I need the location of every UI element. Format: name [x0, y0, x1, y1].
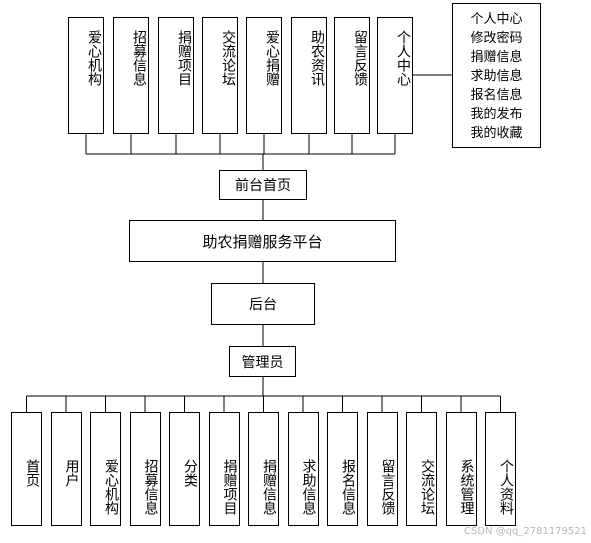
top-module-box: 留言反馈 — [334, 17, 370, 134]
personal-center-item: 我的收藏 — [470, 126, 523, 141]
admin-module-box: 留言反馈 — [366, 412, 398, 526]
admin-module-box: 分类 — [169, 412, 200, 526]
front-home-box: 前台首页 — [219, 170, 307, 200]
front-home-label: 前台首页 — [235, 178, 291, 194]
top-module-box: 助农资讯 — [291, 17, 327, 134]
admin-module-box: 捐赠信息 — [248, 412, 279, 526]
personal-center-list-box: 个人中心修改密码捐赠信息求助信息报名信息我的发布我的收藏 — [452, 3, 541, 148]
admin-module-box: 系统管理 — [445, 412, 477, 526]
admin-module-box: 首页 — [11, 412, 42, 526]
top-module-label: 招募信息 — [131, 30, 147, 86]
admin-module-label: 求助信息 — [300, 459, 317, 515]
personal-center-item: 我的发布 — [470, 107, 523, 122]
top-module-label: 交流论坛 — [220, 30, 236, 86]
top-module-label: 爱心捐赠 — [264, 30, 280, 86]
backend-box: 后台 — [211, 283, 315, 325]
admin-module-box: 用户 — [50, 412, 82, 526]
admin-module-label: 个人资料 — [498, 459, 514, 515]
admin-module-box: 个人资料 — [485, 412, 516, 526]
top-module-label: 个人中心 — [395, 30, 411, 86]
top-module-label: 助农资讯 — [309, 30, 325, 86]
platform-label: 助农捐赠服务平台 — [202, 232, 323, 251]
platform-box: 助农捐赠服务平台 — [129, 220, 396, 262]
watermark: CSDN @qq_2781179521 — [463, 526, 587, 537]
admin-module-box: 交流论坛 — [406, 412, 437, 526]
personal-center-item: 报名信息 — [470, 88, 523, 103]
top-module-label: 爱心机构 — [86, 30, 102, 86]
top-module-box: 招募信息 — [113, 17, 149, 134]
admin-module-label: 招募信息 — [142, 459, 159, 515]
personal-center-item: 个人中心 — [470, 12, 523, 27]
personal-center-item: 修改密码 — [470, 31, 523, 46]
admin-module-label: 交流论坛 — [419, 459, 435, 515]
top-module-box: 爱心机构 — [68, 17, 104, 134]
top-module-label: 捐赠项目 — [176, 30, 192, 86]
admin-module-label: 首页 — [24, 459, 40, 487]
admin-module-label: 用户 — [63, 459, 80, 487]
admin-module-label: 分类 — [182, 459, 198, 487]
personal-center-item: 求助信息 — [470, 69, 523, 84]
top-module-box: 个人中心 — [377, 17, 413, 134]
admin-label: 管理员 — [241, 354, 284, 371]
personal-center-items: 个人中心修改密码捐赠信息求助信息报名信息我的发布我的收藏 — [453, 10, 540, 143]
admin-module-label: 捐赠信息 — [261, 459, 277, 515]
admin-module-label: 系统管理 — [458, 459, 475, 515]
admin-module-label: 留言反馈 — [379, 459, 396, 515]
admin-module-box: 报名信息 — [327, 412, 358, 526]
admin-module-label: 爱心机构 — [103, 459, 119, 515]
top-module-box: 交流论坛 — [202, 17, 238, 134]
backend-label: 后台 — [249, 297, 277, 313]
personal-center-item: 捐赠信息 — [470, 50, 523, 65]
admin-module-box: 爱心机构 — [90, 412, 121, 526]
admin-module-box: 招募信息 — [129, 412, 161, 526]
admin-module-label: 捐赠项目 — [221, 459, 238, 515]
top-module-label: 留言反馈 — [352, 30, 368, 86]
admin-box: 管理员 — [229, 346, 296, 377]
admin-module-label: 报名信息 — [340, 459, 356, 515]
top-module-box: 爱心捐赠 — [246, 17, 282, 134]
admin-module-box: 求助信息 — [287, 412, 319, 526]
top-module-box: 捐赠项目 — [158, 17, 194, 134]
admin-module-box: 捐赠项目 — [208, 412, 240, 526]
